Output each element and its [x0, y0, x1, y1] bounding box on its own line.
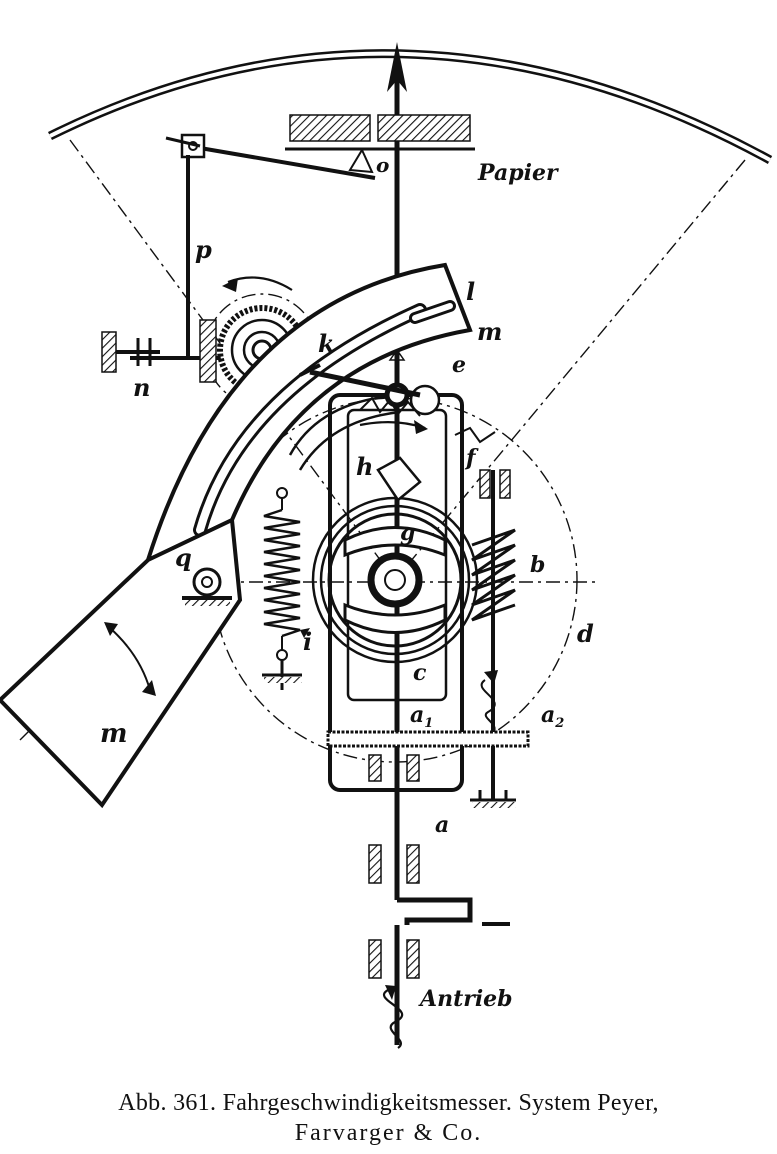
curved-guide-arm-m: [144, 262, 473, 564]
pivot-q: [182, 567, 232, 606]
label-l: l: [466, 277, 475, 306]
part-labels: Papier o p l m k e n f h g q b i d c m a…: [100, 153, 594, 1012]
centrifugal-disc-c: [311, 456, 479, 664]
label-p: p: [195, 235, 212, 264]
recording-paper-arc: [48, 49, 773, 164]
paper-guide-o: [285, 114, 475, 174]
label-m-top: m: [477, 317, 502, 346]
label-k: k: [318, 329, 335, 358]
shaft-bearings: [368, 754, 420, 979]
label-papier: Papier: [477, 160, 559, 186]
label-n: n: [133, 373, 150, 402]
label-c: c: [413, 660, 427, 686]
label-m-arm: m: [100, 719, 128, 749]
label-h: h: [356, 452, 373, 481]
label-i: i: [303, 627, 312, 656]
label-a1: a1: [410, 702, 433, 731]
figure-caption-line2: Farvarger & Co.: [294, 1120, 483, 1146]
label-a: a: [435, 812, 449, 838]
label-f: f: [464, 445, 479, 471]
figure-caption-line1: Abb. 361. Fahrgeschwindigkeitsmesser. Sy…: [118, 1090, 659, 1116]
worm-gear-b: [470, 469, 516, 808]
label-b: b: [530, 552, 545, 578]
slot-l: [409, 300, 456, 324]
speedometer-mechanism-diagram: Papier o p l m k e n f h g q b i d c m a…: [0, 42, 773, 1049]
label-e: e: [452, 352, 466, 378]
spur-gear-a1-a2: [326, 730, 530, 748]
label-g: g: [400, 520, 415, 546]
label-o: o: [376, 153, 389, 177]
wall-bracket-n: [101, 331, 160, 373]
label-a2: a2: [541, 702, 564, 731]
label-q: q: [175, 543, 192, 572]
ratchet-pawl-e: [299, 348, 496, 444]
lower-arm-m: [0, 516, 243, 809]
label-d: d: [577, 619, 594, 648]
spring-i: [262, 487, 310, 690]
label-antrieb: Antrieb: [418, 986, 513, 1012]
